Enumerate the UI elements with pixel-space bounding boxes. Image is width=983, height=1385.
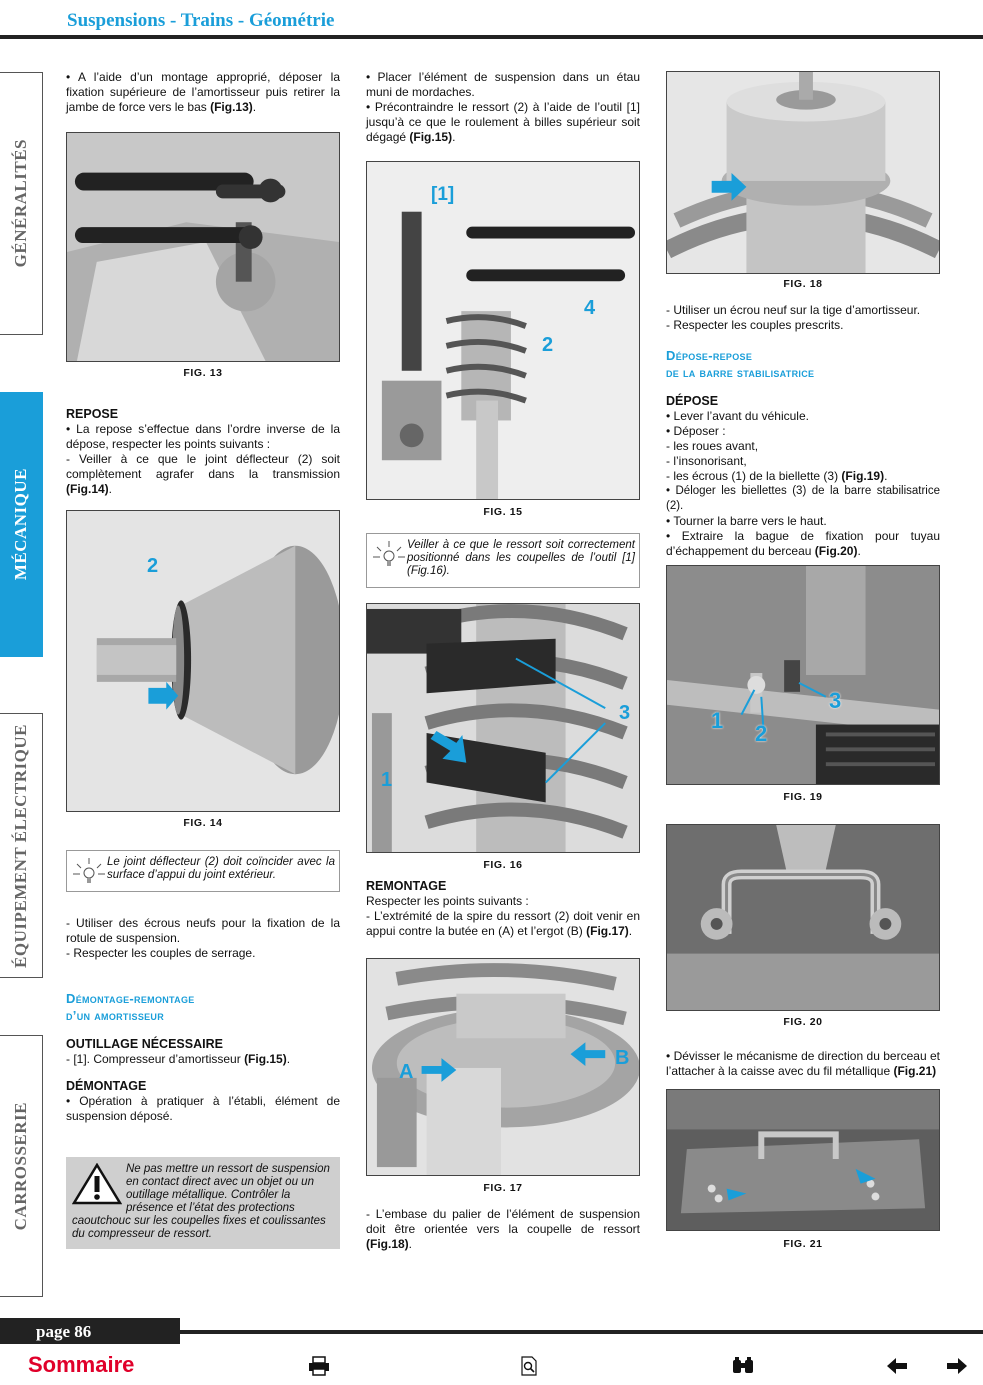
- col3-depose: DÉPOSE • Lever l’avant du véhicule. • Dé…: [666, 394, 940, 558]
- col1-repose: REPOSE • La repose s’effectue dans l’ord…: [66, 407, 340, 496]
- fig21-caption: FIG. 21: [783, 1238, 823, 1250]
- fig17-label-b: B: [615, 1047, 630, 1069]
- sidebar-tab-carrosserie[interactable]: CARROSSERIE: [0, 1035, 43, 1297]
- fig20-caption: FIG. 20: [783, 1016, 823, 1028]
- fig13-image: [66, 132, 340, 362]
- sidebar-tab-equipement-electrique[interactable]: ÉQUIPEMENT ÉLECTRIQUE: [0, 713, 43, 978]
- repose-heading: REPOSE: [66, 407, 119, 421]
- section-demontage-amortisseur: Démontage-remontage d’un amortisseur: [66, 991, 195, 1023]
- fig13-caption: FIG. 13: [183, 367, 223, 379]
- col2-embase: - L’embase du palier de l’élément de sus…: [366, 1207, 640, 1251]
- fig15-label-4: 4: [584, 297, 596, 319]
- arrow-right-icon[interactable]: [944, 1354, 970, 1378]
- fig17-label-a: A: [399, 1061, 414, 1083]
- fig14-label-2: 2: [147, 555, 159, 577]
- col1-after-notes: - Utiliser des écrous neufs pour la fixa…: [66, 916, 340, 960]
- fig16-label-1: 1: [381, 769, 393, 791]
- fig19-label-2: 2: [755, 721, 768, 746]
- warning-box: Ne pas mettre un ressort de suspension e…: [66, 1157, 340, 1249]
- sidebar-tab-label: CARROSSERIE: [11, 1101, 30, 1231]
- fig15-label-tool: [1]: [431, 184, 455, 205]
- fig15-image: [1] 4 2: [366, 161, 640, 500]
- fig19-image: 1 2 3: [666, 565, 940, 785]
- fig19-label-1: 1: [711, 708, 724, 733]
- sidebar-tab-label: GÉNÉRALITÉS: [11, 139, 30, 268]
- binoculars-icon[interactable]: [730, 1354, 756, 1378]
- header-rule: [0, 35, 983, 39]
- fig16-label-3: 3: [619, 702, 631, 724]
- fig21-image: [666, 1089, 940, 1231]
- sommaire-link[interactable]: Sommaire: [28, 1352, 135, 1377]
- note-deflector: Le joint déflecteur (2) doit coïncider a…: [66, 850, 340, 892]
- fig18-image: [666, 71, 940, 274]
- fig17-caption: FIG. 17: [483, 1182, 523, 1194]
- footer-rule: [0, 1330, 983, 1334]
- printer-icon[interactable]: [306, 1354, 332, 1378]
- arrow-left-icon[interactable]: [884, 1354, 910, 1378]
- fig15-label-2: 2: [542, 334, 554, 356]
- page-header-title: Suspensions - Trains - Géométrie: [67, 10, 335, 31]
- sidebar-tab-mecanique[interactable]: MÉCANIQUE: [0, 392, 43, 657]
- fig19-label-3: 3: [829, 688, 842, 713]
- col3-nut: - Utiliser un écrou neuf sur la tige d’a…: [666, 303, 921, 332]
- lightbulb-icon: [373, 541, 405, 566]
- fig16-image: 3 1: [366, 603, 640, 853]
- fig15-caption: FIG. 15: [483, 506, 523, 518]
- sidebar-tab-label: ÉQUIPEMENT ÉLECTRIQUE: [11, 723, 30, 968]
- zoom-page-icon[interactable]: [516, 1354, 542, 1378]
- col3-steering: • Dévisser le mécanisme de direction du …: [666, 1049, 940, 1078]
- fig14-caption: FIG. 14: [183, 817, 223, 829]
- section-barre-stabilisatrice: Dépose-repose de la barre stabilisatrice: [666, 348, 815, 380]
- col2-intro: • Placer l’élément de suspension dans un…: [366, 70, 640, 144]
- fig20-image: [666, 824, 940, 1011]
- page-number: page 86: [0, 1318, 180, 1344]
- col2-remontage: REMONTAGE Respecter les points suivants …: [366, 879, 640, 938]
- lightbulb-icon: [73, 858, 105, 883]
- fig16-caption: FIG. 16: [483, 859, 523, 871]
- fig18-caption: FIG. 18: [783, 278, 823, 290]
- fig14-image: 2: [66, 510, 340, 812]
- sidebar-tab-generalites[interactable]: GÉNÉRALITÉS: [0, 72, 43, 335]
- warning-triangle-icon: [72, 1163, 122, 1205]
- note-spring-position: Veiller à ce que le ressort soit correct…: [366, 533, 640, 588]
- fig17-image: A B: [366, 958, 640, 1176]
- col1-outillage: OUTILLAGE NÉCESSAIRE - [1]. Compresseur …: [66, 1037, 340, 1123]
- sidebar-tab-label: MÉCANIQUE: [11, 468, 30, 581]
- fig19-caption: FIG. 19: [783, 791, 823, 803]
- col1-intro: • A l’aide d’un montage approprié, dépos…: [66, 70, 340, 114]
